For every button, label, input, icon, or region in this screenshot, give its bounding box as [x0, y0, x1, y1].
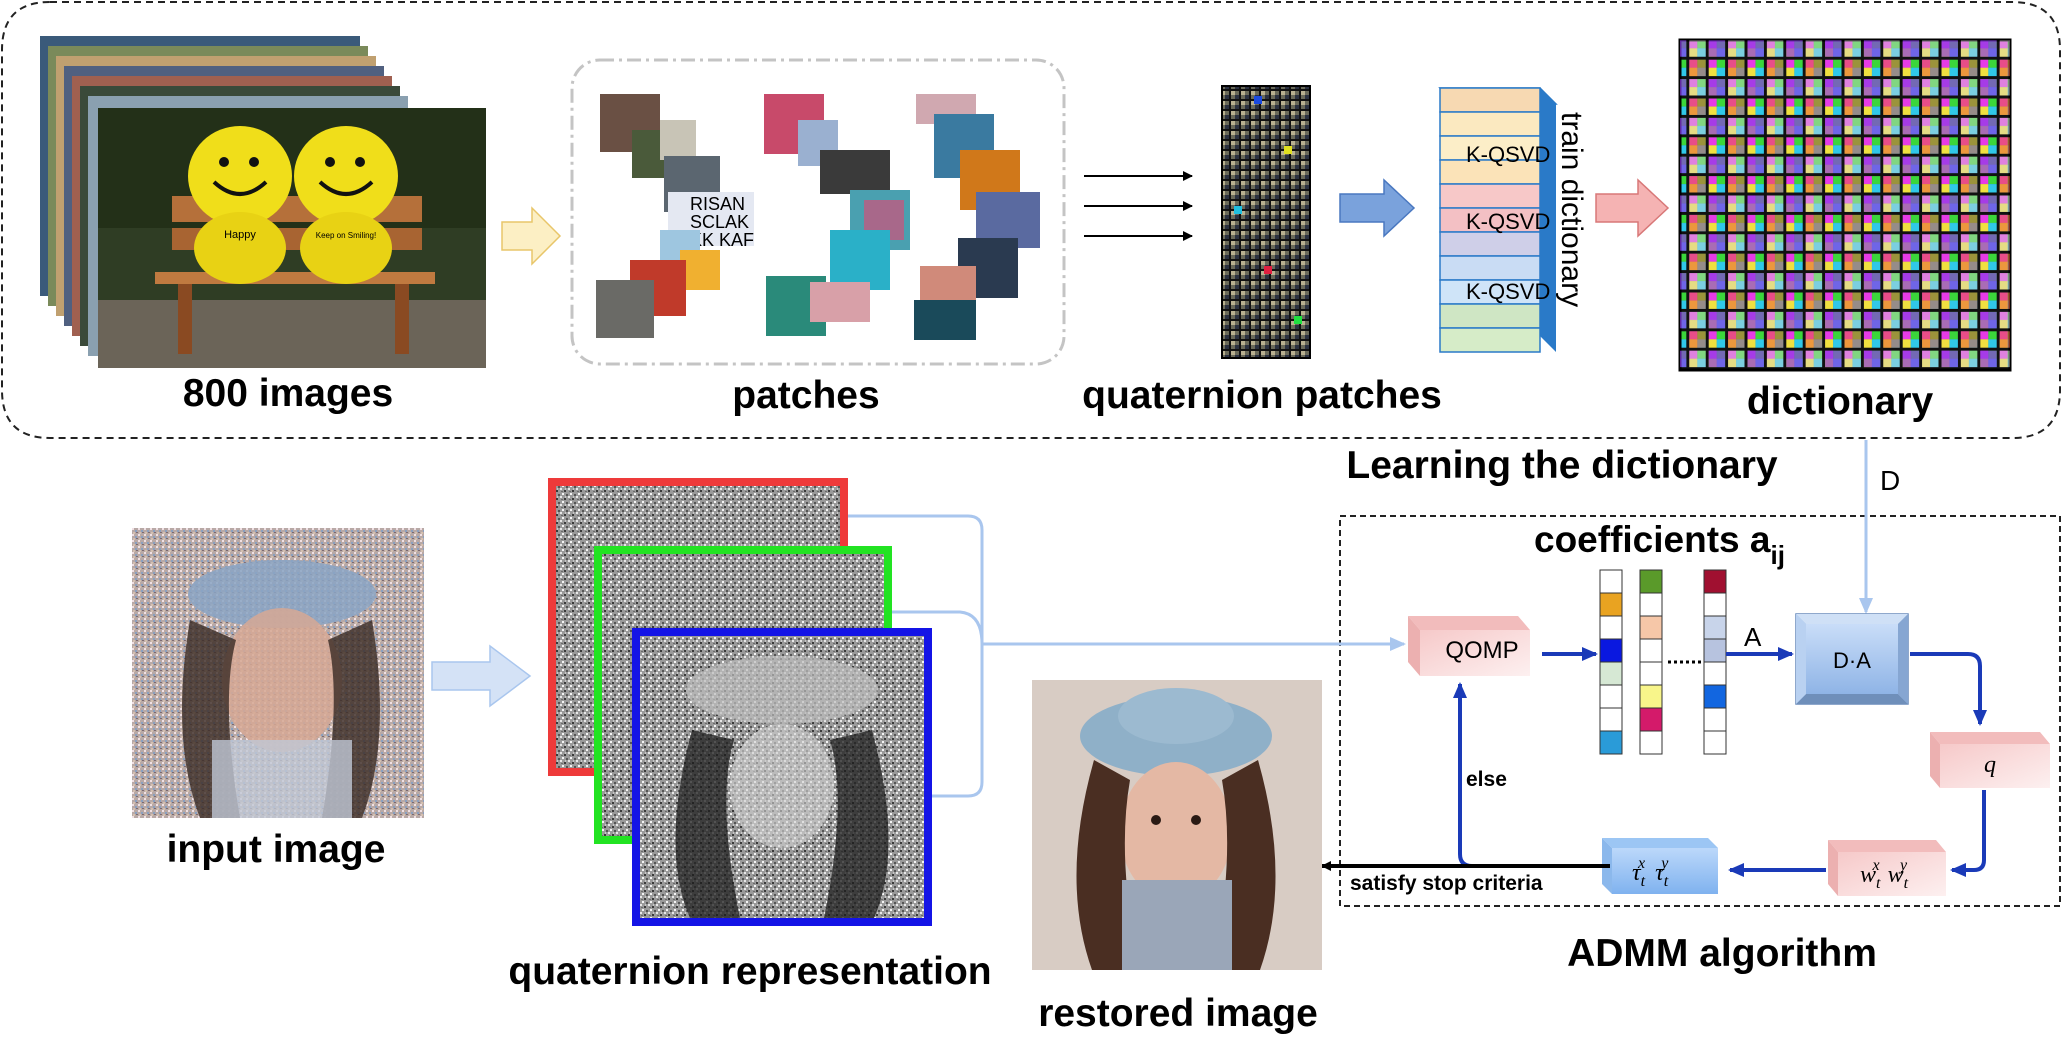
patches-panel — [570, 58, 1066, 366]
label-learning-dictionary: Learning the dictionary — [1346, 444, 1778, 487]
coefficient-cell — [1599, 684, 1623, 709]
patch-text-3: KK KAF — [690, 230, 754, 250]
admm-frame — [1339, 515, 2061, 907]
toy-text-happy: Happy — [224, 229, 256, 241]
label-dictionary: dictionary — [1747, 380, 1934, 423]
coefficient-cell — [1703, 730, 1727, 755]
coefficient-cell — [1599, 707, 1623, 732]
yellow-arrow-icon — [501, 206, 562, 266]
coefficient-cell — [1703, 638, 1727, 663]
coefficient-cell — [1703, 707, 1727, 732]
coefficient-cell — [1703, 684, 1727, 709]
qomp-label: QOMP — [1445, 637, 1518, 664]
coefficient-columns — [1599, 569, 1727, 755]
label-admm: ADMM algorithm — [1567, 932, 1877, 975]
else-label: else — [1466, 768, 1507, 791]
patch-group-2 — [764, 94, 910, 336]
d-label: D — [1880, 465, 1900, 496]
coefficient-cell — [1639, 730, 1663, 755]
coefficient-cell — [1703, 592, 1727, 617]
kqsvd-label-2: K-QSVD — [1466, 209, 1550, 234]
a-label: A — [1744, 622, 1762, 652]
label-coefficients: coefficients aij — [1534, 519, 1785, 570]
label-patches: patches — [732, 374, 879, 417]
coefficient-cell — [1599, 638, 1623, 663]
coefficient-cell — [1703, 615, 1727, 640]
label-quaternion-patches: quaternion patches — [1082, 374, 1442, 417]
quaternion-patches-accents — [1234, 96, 1302, 324]
coefficient-cell — [1599, 569, 1623, 594]
patch-text-2: SCLAK — [690, 212, 749, 232]
tau-block — [1602, 838, 1718, 894]
label-800-images: 800 images — [183, 372, 393, 415]
stop-criteria-label: satisfy stop criteria — [1350, 872, 1543, 895]
da-label: D·A — [1833, 648, 1871, 673]
coefficient-cell — [1639, 615, 1663, 640]
coefficient-cell — [1639, 684, 1663, 709]
quaternion-patches-grid — [1221, 85, 1311, 359]
coefficient-cell — [1639, 569, 1663, 594]
dictionary-grid — [1678, 38, 2012, 372]
coefficient-cell — [1639, 661, 1663, 686]
smiley-toys-image: Happy Keep on Smiling! — [98, 108, 486, 368]
label-quaternion-representation: quaternion representation — [508, 950, 991, 993]
coefficient-cell — [1703, 569, 1727, 594]
coefficient-cell — [1639, 707, 1663, 732]
w-block — [1828, 840, 1946, 896]
patch-group-1: RISAN SCLAK KK KAF — [596, 94, 754, 338]
pink-arrow-icon — [1595, 178, 1670, 238]
blue-arrow-icon — [1339, 178, 1416, 238]
da-to-q-arrow — [1910, 652, 1987, 726]
label-input-image: input image — [167, 828, 386, 871]
restored-image — [1032, 680, 1322, 970]
toy-text-smiling: Keep on Smiling! — [316, 231, 376, 240]
frame-connectors — [848, 514, 984, 798]
quaternion-frame-blue — [632, 628, 932, 926]
coefficient-cell — [1599, 615, 1623, 640]
kqsvd-label-1: K-QSVD — [1466, 142, 1550, 167]
coefficient-cell — [1599, 592, 1623, 617]
coefficient-cell — [1703, 661, 1727, 686]
q-block — [1930, 732, 2050, 788]
black-arrows — [1084, 171, 1193, 241]
label-restored-image: restored image — [1038, 992, 1318, 1035]
q-to-w-arrow — [1950, 790, 1986, 877]
kqsvd-label-3: K-QSVD — [1466, 279, 1550, 304]
coefficient-cell — [1599, 730, 1623, 755]
kqsvd-stack — [1438, 87, 1558, 353]
label-train-dictionary: train dictionary — [1555, 112, 1588, 307]
q-label: q — [1984, 752, 1996, 778]
coefficient-cell — [1639, 592, 1663, 617]
da-block — [1795, 613, 1909, 705]
noisy-input-image — [132, 528, 424, 818]
coefficient-cell — [1599, 661, 1623, 686]
light-blue-arrow-icon — [431, 644, 532, 708]
coefficient-cell — [1639, 638, 1663, 663]
patch-group-3 — [914, 94, 1040, 340]
patch-text-1: RISAN — [690, 194, 745, 214]
qomp-block — [1408, 616, 1530, 676]
